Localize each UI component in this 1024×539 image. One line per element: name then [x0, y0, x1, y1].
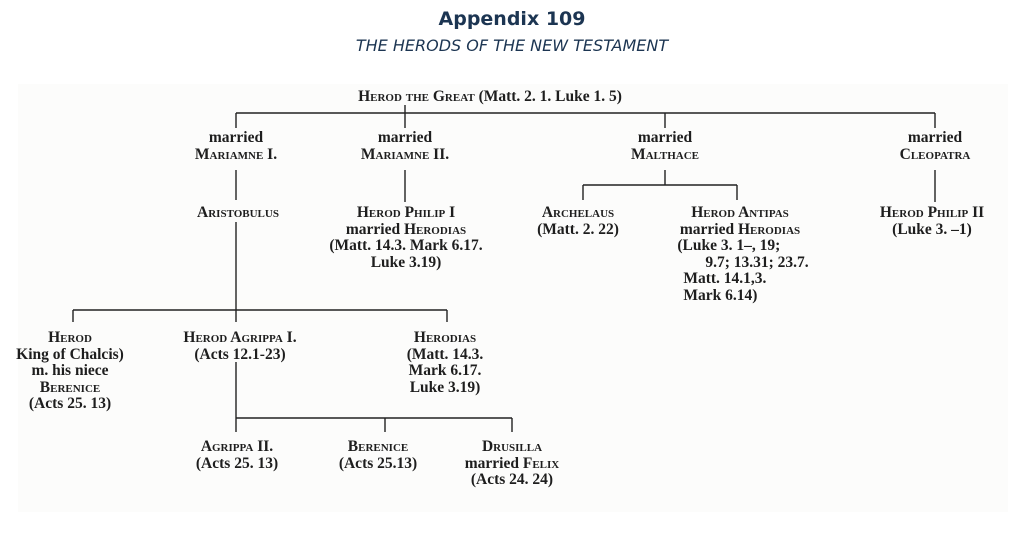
wife-name: Malthace: [630, 145, 700, 163]
wife-name: Mariamne II.: [360, 145, 450, 163]
person-name: Archelaus: [541, 204, 615, 221]
wife-name: Mariamne I.: [194, 145, 278, 163]
refs: (Matt. 14.3. Mark 6.17.: [329, 237, 483, 254]
wife-name: Cleopatra: [899, 145, 971, 163]
spouse-name: Herodias: [403, 220, 467, 238]
malthace-line: [582, 170, 738, 200]
refs: (Acts 12.1-23): [194, 345, 286, 363]
refs: Mark 6.14): [683, 286, 758, 304]
person-name: Drusilla: [481, 438, 543, 455]
node-agrippa-2: Agrippa II. (Acts 25. 13): [195, 438, 279, 472]
married-label: married: [679, 220, 735, 238]
refs: (Acts 25. 13): [195, 454, 279, 472]
node-aristobulus: Aristobulus: [197, 204, 279, 221]
node-archelaus: Archelaus (Matt. 2. 22): [537, 204, 619, 238]
root-name: Herod the Great: [358, 88, 475, 105]
marriage-line: married Herodias: [671, 220, 808, 239]
wife-drops: [235, 105, 936, 128]
refs: Mark 6.17.: [408, 362, 482, 379]
person-name: Berenice: [347, 438, 409, 455]
person-name: Herodias: [413, 329, 477, 346]
title-line: King of Chalcis): [16, 345, 124, 363]
person-name: Herod Antipas: [691, 204, 789, 221]
marriage-line: married Felix: [464, 454, 560, 473]
node-wife-mariamne-2: married Mariamne II.: [360, 129, 450, 163]
refs: (Acts 25. 13): [28, 395, 112, 412]
refs: Matt. 14.1,3.: [683, 270, 767, 287]
spouse-name: Herodias: [737, 220, 801, 238]
refs: (Luke 3. 1–, 19;: [677, 237, 781, 254]
refs: (Luke 3. –1): [892, 220, 972, 238]
node-wife-mariamne-1: married Mariamne I.: [194, 129, 278, 163]
marriage-line: married Herodias: [329, 220, 482, 239]
refs: Luke 3.19): [409, 378, 481, 396]
refs: Luke 3.19): [370, 253, 442, 271]
marriage-line: m. his niece: [31, 362, 109, 379]
node-herod-philip-2: Herod Philip II (Luke 3. –1): [879, 204, 985, 238]
node-herod-antipas: Herod Antipas married Herodias (Luke 3. …: [671, 204, 809, 304]
person-name: Herod Philip II: [879, 204, 985, 221]
agrippa-line: [235, 362, 513, 432]
refs: 9.7; 13.31; 23.7.: [705, 253, 809, 271]
node-wife-cleopatra: married Cleopatra: [899, 129, 971, 163]
person-name: Herod: [48, 329, 92, 346]
person-name: Agrippa II.: [200, 438, 274, 455]
married-label: married: [345, 220, 401, 238]
node-herod-the-great: Herod the Great (Matt. 2. 1. Luke 1. 5): [358, 88, 622, 106]
married-label: married: [377, 129, 433, 146]
node-herodias: Herodias (Matt. 14.3. Mark 6.17. Luke 3.…: [406, 329, 484, 396]
appendix-subtitle: THE HERODS OF THE NEW TESTAMENT: [355, 36, 669, 55]
node-herod-agrippa-1: Herod Agrippa I. (Acts 12.1-23): [183, 329, 297, 363]
grandchildren-bar: [72, 309, 448, 322]
refs: (Matt. 14.3.: [406, 345, 484, 363]
refs: (Acts 25.13): [338, 454, 418, 472]
node-drusilla: Drusilla married Felix (Acts 24. 24): [464, 438, 560, 489]
node-herod-philip-1: Herod Philip I married Herodias (Matt. 1…: [329, 204, 483, 271]
scanned-chart-background: [18, 84, 1008, 512]
appendix-title: Appendix 109: [438, 8, 586, 30]
refs: (Matt. 2. 22): [537, 220, 619, 238]
spouse-name: Berenice: [39, 378, 101, 396]
root-refs: (Matt. 2. 1. Luke 1. 5): [478, 88, 622, 105]
person-name: Herod Agrippa I.: [183, 329, 297, 346]
spouse-name: Felix: [522, 454, 560, 472]
married-label: married: [637, 129, 693, 146]
refs: (Acts 24. 24): [470, 471, 554, 488]
node-wife-malthace: married Malthace: [630, 129, 700, 163]
married-label: married: [464, 454, 519, 472]
node-herod-chalcis: Herod King of Chalcis) m. his niece Bere…: [16, 329, 124, 413]
person-name: Herod Philip I: [356, 204, 456, 221]
married-label: married: [907, 129, 963, 146]
married-label: married: [208, 129, 264, 146]
node-berenice: Berenice (Acts 25.13): [338, 438, 418, 472]
